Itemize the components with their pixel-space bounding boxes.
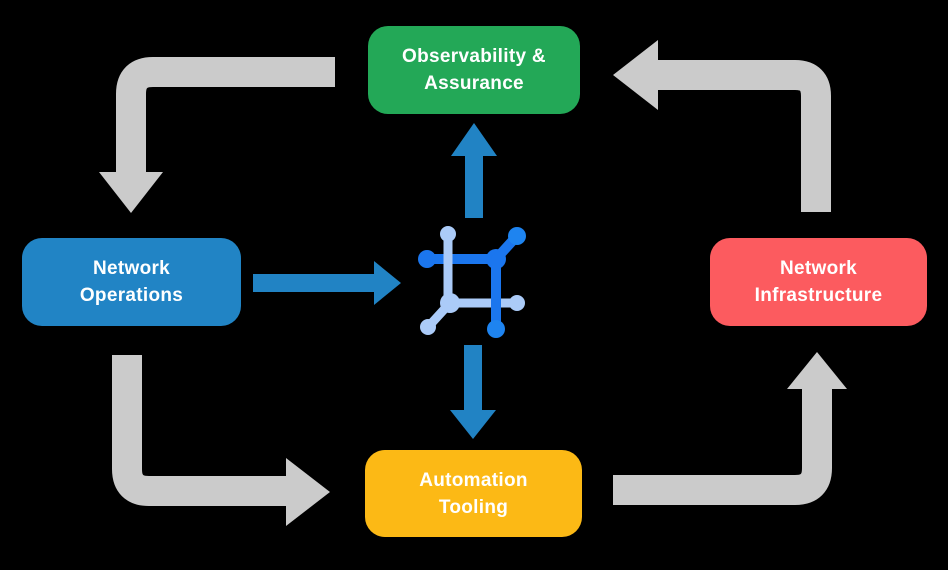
- node-label-line: Network: [92, 258, 171, 279]
- node-label-line: Assurance: [424, 73, 524, 94]
- cycle-arrow-operations-to-automation: [112, 355, 330, 526]
- node-observability-assurance: Observability & Assurance: [368, 26, 580, 114]
- node-label-line: Tooling: [438, 496, 509, 518]
- cycle-arrow-observability-to-operations: [99, 57, 335, 213]
- cycle-arrow-infrastructure-to-observability: [613, 40, 831, 212]
- node-label-line: Automation: [419, 469, 528, 491]
- node-automation-tooling: Automation Tooling: [365, 450, 582, 537]
- flow-arrow-operations-to-center: [253, 261, 401, 305]
- node-label-line: Infrastructure: [754, 285, 883, 306]
- network-fabric-icon: [418, 226, 526, 338]
- node-network-operations: Network Operations: [22, 238, 241, 326]
- node-label-line: Network: [779, 258, 858, 279]
- node-label-line: Observability &: [402, 46, 546, 67]
- flow-arrow-center-to-automation: [450, 345, 496, 439]
- flow-arrow-center-to-observability: [451, 123, 497, 218]
- node-network-infrastructure: Network Infrastructure: [710, 238, 927, 326]
- cycle-arrow-automation-to-infrastructure: [613, 352, 847, 505]
- node-label-line: Operations: [79, 285, 184, 306]
